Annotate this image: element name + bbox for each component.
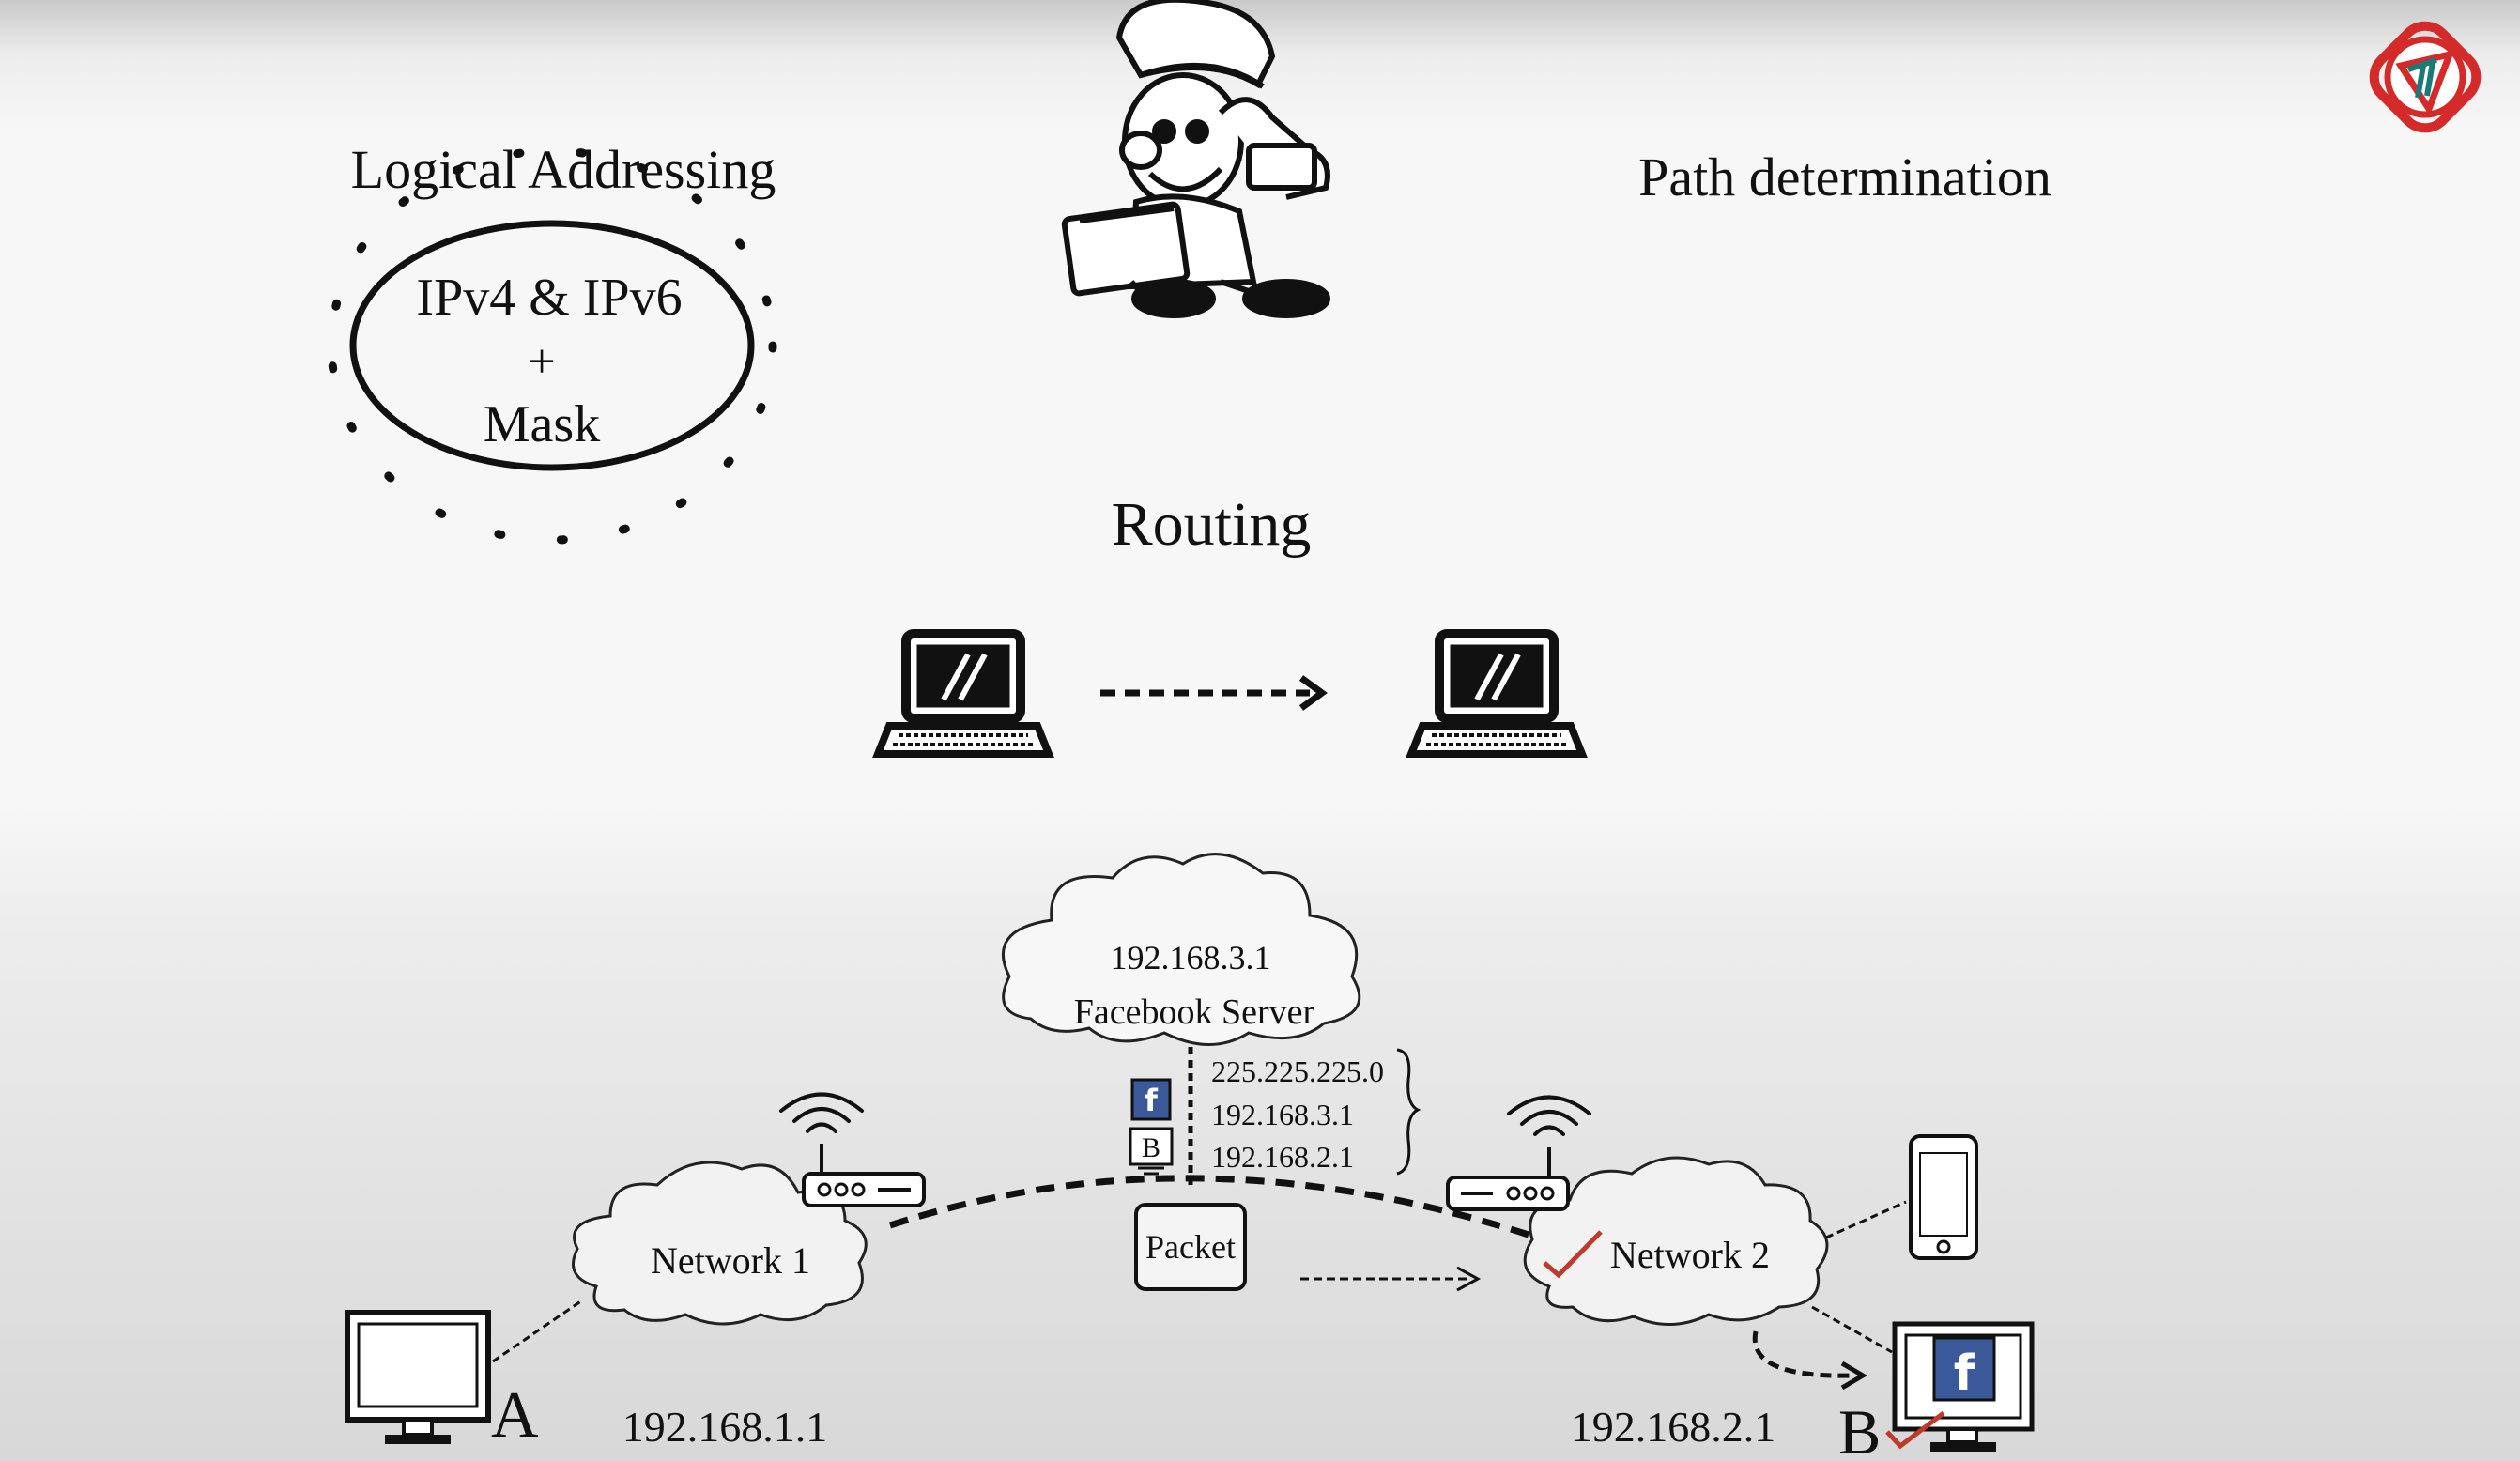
desktop-monitor-icon	[345, 1310, 491, 1444]
path-determination-heading: Path determination	[1638, 146, 2051, 208]
ellipse-line-1: IPv4 & IPv6	[416, 269, 682, 327]
svg-text:f: f	[1954, 1346, 1976, 1402]
host-b-link	[1811, 1305, 1893, 1354]
router-icon	[802, 1144, 926, 1207]
delivery-arrow	[1752, 1330, 1867, 1391]
facebook-icon: f	[1130, 1078, 1172, 1121]
network-1-cloud: Network 1	[572, 1161, 868, 1326]
packet-label: Packet	[1145, 1228, 1236, 1266]
packet-field: 192.168.2.1	[1211, 1140, 1354, 1174]
logical-addressing-heading: Logical Addressing	[351, 139, 776, 200]
routing-arrow	[1100, 675, 1328, 711]
server-label: Facebook Server	[1074, 992, 1315, 1032]
b-host-icon: B	[1129, 1127, 1174, 1176]
laptop-icon	[1406, 629, 1588, 758]
path-arc	[888, 1175, 1530, 1238]
server-ip: 192.168.3.1	[1111, 939, 1271, 977]
facebook-icon: f	[1932, 1336, 1996, 1402]
ellipse-line-3: Mask	[484, 395, 600, 454]
wifi-icon	[1507, 1095, 1591, 1136]
network-1-label: Network 1	[651, 1239, 810, 1282]
host-a-letter: A	[491, 1379, 539, 1452]
network-2-cloud: Network 2	[1523, 1156, 1829, 1326]
facebook-server-cloud: 192.168.3.1 Facebook Server	[1001, 853, 1361, 1046]
logo-icon	[2369, 21, 2482, 133]
host-b-ip: 192.168.2.1	[1571, 1403, 1776, 1451]
routing-heading: Routing	[1112, 490, 1312, 559]
network-2-label: Network 2	[1610, 1234, 1770, 1276]
packet-brace	[1396, 1048, 1421, 1176]
packet-field: 192.168.3.1	[1211, 1098, 1354, 1131]
wifi-icon	[779, 1092, 864, 1133]
ellipse-line-2: +	[528, 335, 555, 389]
addressing-ellipse: IPv4 & IPv6 + Mask	[327, 146, 777, 545]
host-a-link	[492, 1299, 583, 1363]
packet-field: 225.225.225.0	[1211, 1054, 1384, 1088]
packet-box: Packet	[1134, 1203, 1247, 1291]
host-a-ip: 192.168.1.1	[622, 1403, 828, 1451]
host-b-letter: B	[1838, 1396, 1881, 1461]
svg-text:B: B	[1142, 1132, 1160, 1163]
svg-text:f: f	[1145, 1083, 1159, 1118]
phone-link	[1825, 1200, 1907, 1239]
packet-fields: 225.225.225.0 192.168.3.1 192.168.2.1	[1211, 1048, 1421, 1176]
packet-arrow	[1300, 1266, 1482, 1292]
smartphone-icon	[1909, 1134, 1978, 1260]
checkmark-icon	[1543, 1230, 1603, 1279]
checkmark-icon	[1885, 1411, 1945, 1450]
cartoon-character-icon	[1061, 0, 1330, 318]
router-icon	[1446, 1147, 1570, 1211]
laptop-icon	[872, 629, 1054, 758]
